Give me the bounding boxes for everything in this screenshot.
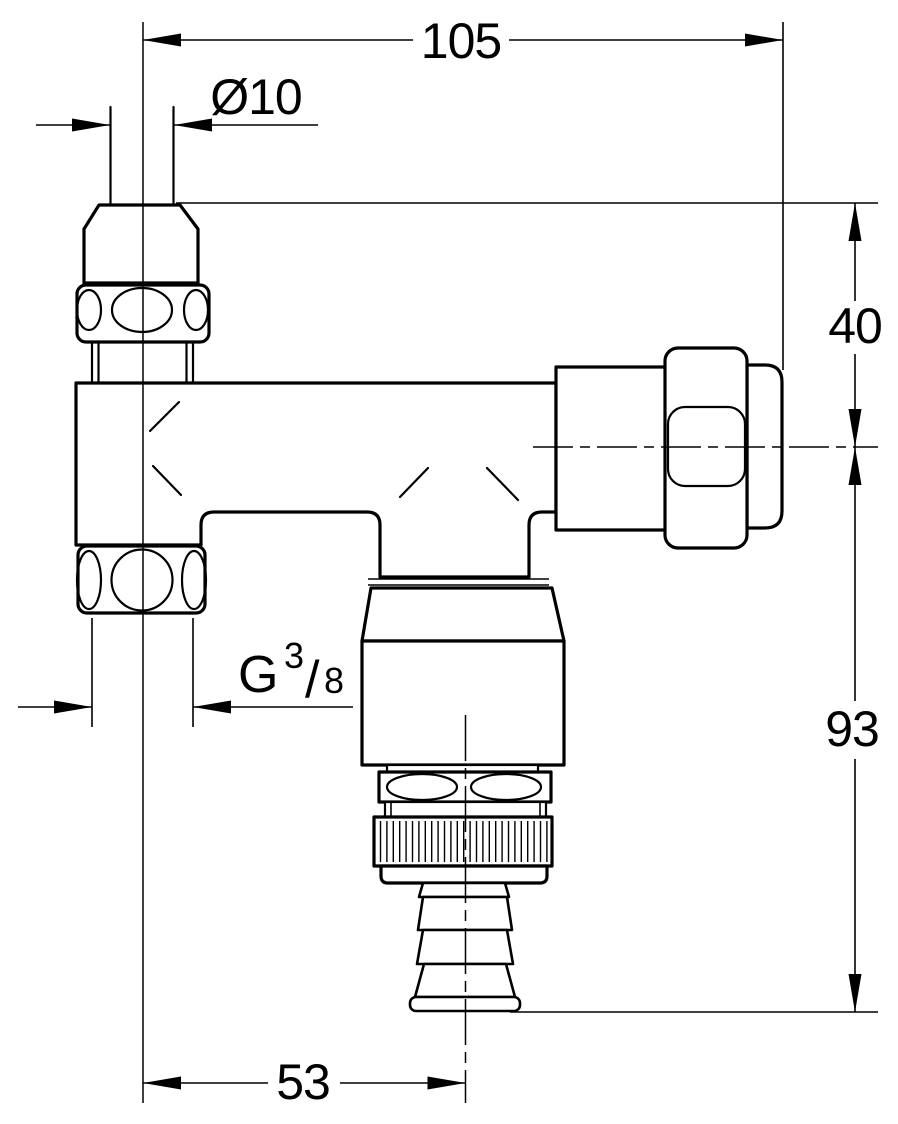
thread-label-g: G — [238, 646, 278, 704]
dim-pipe-diameter: Ø10 — [36, 69, 318, 132]
chamfer-mark — [485, 466, 520, 502]
chamfer-mark — [398, 466, 430, 499]
arrowhead-up — [848, 447, 862, 485]
thread-label-numerator: 3 — [284, 635, 304, 676]
dim-thread-g38: G 3 / 8 — [18, 618, 353, 727]
arrowhead-left — [72, 118, 110, 132]
arrowhead-down — [848, 974, 862, 1012]
side-outlet — [554, 346, 784, 550]
spout-body — [360, 639, 566, 767]
nut-facet-right — [182, 288, 210, 332]
dim-offset-53: 53 — [143, 1054, 466, 1110]
dim-overall-width: 105 — [143, 13, 784, 370]
spout-taper — [360, 586, 566, 643]
fitting-cap — [82, 203, 200, 285]
thread-label-slash: / — [305, 651, 320, 709]
arrowhead-right — [427, 1076, 466, 1090]
compression-fitting-top — [75, 203, 211, 384]
arrowhead-right — [745, 33, 783, 47]
chamfer-mark — [151, 464, 183, 497]
barb-collar — [379, 864, 549, 885]
dim-height-93: 93 — [510, 447, 880, 1013]
arrowhead-left — [143, 1076, 181, 1090]
outlet-union-nut — [663, 346, 749, 550]
dim-height-40: 40 — [176, 202, 883, 447]
dim-label-dia10: Ø10 — [210, 69, 302, 125]
valve-body — [74, 381, 558, 579]
arrowhead-left — [143, 33, 181, 47]
centerlines — [142, 22, 878, 1103]
arrowhead-right — [174, 118, 212, 132]
dim-label-53: 53 — [276, 1054, 330, 1110]
spout-nut-facet-left — [385, 772, 459, 802]
arrowhead-up — [848, 203, 862, 241]
spout-nut-facet-right — [469, 772, 543, 802]
inlet-nut-g38 — [75, 544, 208, 615]
arrowhead-right — [193, 700, 231, 714]
bottom-outlet — [360, 578, 566, 1013]
inlet-pipe — [109, 105, 175, 207]
valve-body-outline — [74, 381, 558, 579]
outlet-tube — [554, 365, 669, 532]
thread-label-denominator: 8 — [324, 660, 344, 701]
g38-facet-right — [180, 549, 208, 611]
chamfer-mark — [148, 400, 181, 433]
dim-label-93: 93 — [825, 701, 879, 757]
arrowhead-down — [848, 409, 862, 447]
dim-label-105: 105 — [421, 13, 501, 69]
barb-neck — [417, 881, 511, 899]
arrowhead-left — [54, 700, 92, 714]
nut-facet-left — [75, 288, 103, 332]
g38-facet-left — [75, 549, 103, 611]
g38-facet-center — [110, 548, 174, 612]
nut-facet-center — [110, 286, 174, 334]
knurl-hatch — [379, 821, 548, 862]
dim-label-40: 40 — [828, 298, 882, 354]
